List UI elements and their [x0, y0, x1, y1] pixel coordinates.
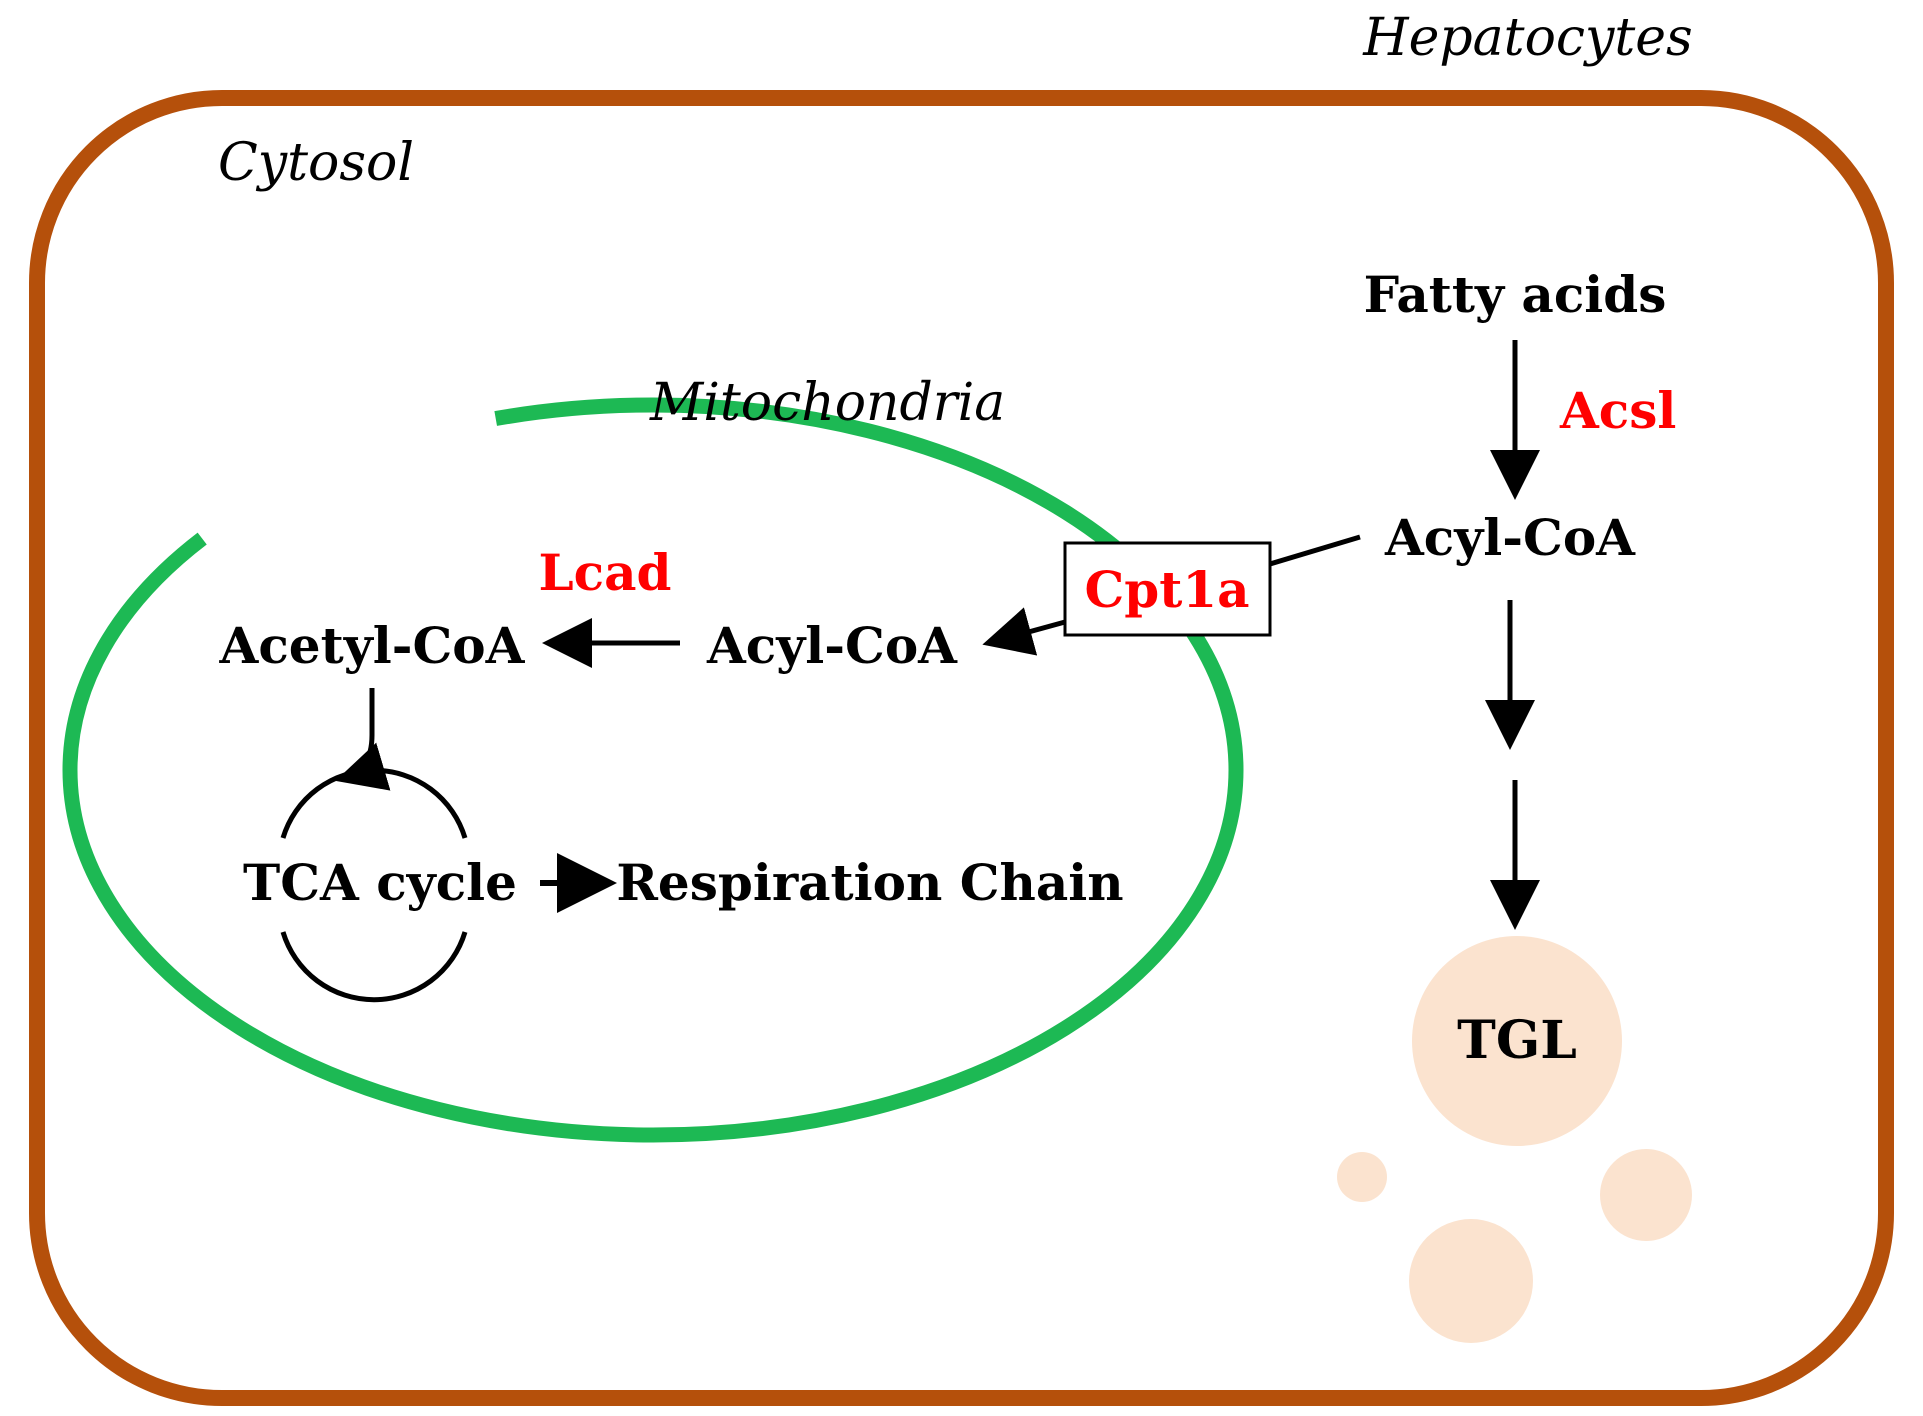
acsl-enzyme-label: Acsl	[1559, 381, 1676, 440]
mitochondria-membrane	[62, 397, 1244, 1143]
acetyl-coa-label: Acetyl-CoA	[219, 616, 526, 675]
lipid-droplet-large	[1409, 1219, 1533, 1343]
tgl-label: TGL	[1457, 1010, 1577, 1071]
respiration-chain-label: Respiration Chain	[616, 853, 1123, 912]
cpt1a-to-acyl-coa-arrow	[982, 607, 1066, 656]
hepatocytes-label: Hepatocytes	[1362, 8, 1692, 68]
acyl-coa-mito-label: Acyl-CoA	[706, 616, 958, 675]
tca-cycle-bottom-arc	[280, 931, 468, 1003]
lcad-enzyme-label: Lcad	[539, 543, 672, 602]
cytosol-label: Cytosol	[218, 133, 414, 193]
cell-membrane	[29, 90, 1894, 1406]
tgl-lipid-droplet	[1412, 936, 1622, 1146]
acyl-coa-cytosol-label: Acyl-CoA	[1384, 508, 1636, 567]
cpt1a-box	[1063, 541, 1272, 637]
tca-cycle-label: TCA cycle	[243, 853, 517, 912]
acetyl-coa-to-tca-arrow	[335, 688, 391, 791]
lipid-droplet-small	[1337, 1152, 1387, 1202]
mitochondria-label: Mitochondria	[649, 373, 1005, 433]
cpt1a-enzyme-label: Cpt1a	[1084, 560, 1249, 619]
acyl-coa-to-cpt1a-line	[1269, 534, 1361, 567]
fatty-acids-label: Fatty acids	[1364, 265, 1667, 324]
tca-cycle-top-arc	[280, 767, 468, 839]
lipid-droplet-medium	[1600, 1149, 1692, 1241]
